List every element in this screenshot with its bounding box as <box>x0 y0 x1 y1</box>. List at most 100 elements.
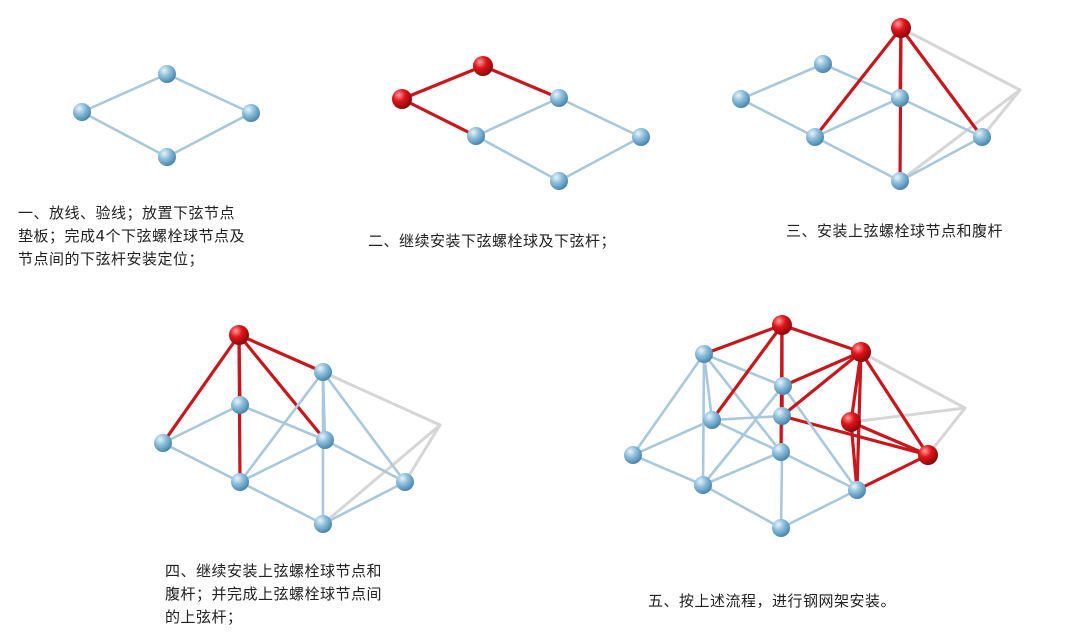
step-2-member-7 <box>474 134 561 183</box>
step-3-bolt-ball-node-D <box>732 90 750 108</box>
step-5-shadow-3 <box>849 406 967 424</box>
step-4-caption-line-2: 腹杆；并完成上弦螺栓球节点间 <box>165 585 383 603</box>
step-2-member-4 <box>474 96 561 138</box>
step-3-bolt-ball-node-E <box>973 128 991 146</box>
step-3-member-5 <box>898 96 984 139</box>
step-3-caption: 三、安装上弦螺栓球节点和腹杆 <box>786 220 1003 243</box>
step-1-diagram <box>73 65 260 166</box>
step-5-bolt-ball-node-L4 <box>848 481 866 499</box>
step-4-bolt-ball-node-T2 <box>314 363 332 381</box>
step-3-bolt-ball-node-F <box>891 172 909 190</box>
step-1-bolt-ball-node-D <box>73 103 91 121</box>
step-5-member-6 <box>710 418 783 454</box>
step-4-caption-line-1: 四、继续安装上弦螺栓球节点和 <box>165 562 383 580</box>
step-5-new-bolt-ball-node-U2 <box>772 315 792 335</box>
step-4-shadow-3 <box>321 423 442 526</box>
step-3-caption-line-1: 三、安装上弦螺栓球节点和腹杆 <box>786 222 1004 240</box>
step-4-shadow-2 <box>403 423 442 484</box>
step-5-new-member-30 <box>849 420 930 457</box>
step-1-member-3 <box>80 110 169 159</box>
step-2-new-member-3 <box>400 97 478 138</box>
step-5-new-member-13 <box>781 350 863 388</box>
step-1-caption-line-2: 垫板；完成4个下弦螺栓球节点及 <box>18 227 246 245</box>
step-5-new-member-4 <box>855 453 930 492</box>
step-4-member-15 <box>321 370 407 484</box>
step-4-bolt-ball-node-N6 <box>314 515 332 533</box>
step-5-bolt-ball-node-L1 <box>624 446 642 464</box>
step-4-member-6 <box>321 480 407 526</box>
step-2-bolt-ball-node-B <box>550 89 568 107</box>
step-5-new-member-31 <box>849 420 859 492</box>
step-3-new-member-9 <box>899 26 984 139</box>
step-5-member-19 <box>701 384 785 487</box>
step-5-member-18 <box>702 352 783 454</box>
step-3-new-member-11 <box>898 26 903 100</box>
step-3-member-3 <box>739 97 817 139</box>
step-3-new-member-8 <box>813 26 903 139</box>
step-3-member-1 <box>821 62 902 100</box>
step-4-bolt-ball-node-N3 <box>231 473 249 491</box>
step-3-diagram <box>732 18 1022 190</box>
step-4-new-bolt-ball-node-T1 <box>229 325 249 345</box>
step-5-bolt-ball-node-U1 <box>695 345 713 363</box>
step-4-caption: 四、继续安装上弦螺栓球节点和 腹杆；并完成上弦螺栓球节点间 的上弦杆； <box>165 560 382 629</box>
step-4-member-1 <box>238 403 327 442</box>
step-5-member-8 <box>710 414 784 422</box>
step-4-new-member-12 <box>237 333 325 374</box>
step-5-member-10 <box>701 450 783 487</box>
step-4-caption-line-3: 的上弦杆； <box>165 608 243 626</box>
step-4-bolt-ball-node-N1 <box>231 396 249 414</box>
step-3-shadow-2 <box>980 88 1022 139</box>
step-5-new-member-29 <box>849 350 863 424</box>
step-2-bolt-ball-node-C <box>467 127 485 145</box>
step-5-shadow-1 <box>859 350 967 410</box>
step-4-member-5 <box>323 438 407 484</box>
step-5-member-1 <box>631 453 705 487</box>
step-5-new-bolt-ball-node-U3 <box>851 342 871 362</box>
step-5-member-5 <box>631 418 714 457</box>
step-5-member-15 <box>631 352 706 457</box>
step-4-member-13 <box>238 370 325 484</box>
step-3-bolt-ball-node-B <box>891 89 909 107</box>
step-1-bolt-ball-node-C <box>158 148 176 166</box>
step-4-member-3 <box>161 441 242 484</box>
step-5-member-17 <box>702 352 714 422</box>
step-4-member-4 <box>161 403 242 445</box>
step-5-member-7 <box>779 450 859 492</box>
step-3-new-bolt-ball-node-T <box>891 18 911 38</box>
step-4-diagram <box>154 325 442 533</box>
step-2-new-bolt-ball-node-D <box>392 89 412 109</box>
step-5-new-member-26 <box>780 350 863 418</box>
step-1-member-1 <box>165 72 253 115</box>
step-5-bolt-ball-node-L2 <box>694 476 712 494</box>
step-2-bolt-ball-node-E <box>632 128 650 146</box>
step-5-bolt-ball-node-L3 <box>772 443 790 461</box>
step-2-member-5 <box>557 96 643 139</box>
step-5-bolt-ball-node-L7 <box>703 411 721 429</box>
step-3-bolt-ball-node-C <box>806 128 824 146</box>
step-5-member-22 <box>781 384 859 492</box>
step-3-bolt-ball-node-A <box>814 55 832 73</box>
step-3-member-4 <box>739 62 825 101</box>
step-1-bolt-ball-node-A <box>158 65 176 83</box>
step-5-bolt-ball-node-U4 <box>774 377 792 395</box>
step-2-diagram <box>392 56 650 190</box>
step-2-new-bolt-ball-node-A <box>473 56 493 76</box>
step-1-member-4 <box>80 72 169 114</box>
step-3-member-6 <box>898 135 984 183</box>
step-2-bolt-ball-node-F <box>550 172 568 190</box>
step-5-diagram <box>624 315 967 537</box>
step-3-shadow-1 <box>899 26 1022 92</box>
step-5-member-3 <box>779 488 859 530</box>
step-5-new-member-11 <box>702 323 784 356</box>
step-4-bolt-ball-node-N2 <box>316 431 334 449</box>
step-4-shadow-1 <box>321 370 442 427</box>
step-4-new-member-8 <box>161 333 241 445</box>
step-4-member-16 <box>321 370 327 442</box>
step-4-bolt-ball-node-N4 <box>154 434 172 452</box>
step-2-new-member-1 <box>400 64 485 101</box>
step-3-shadow-3 <box>898 88 1022 183</box>
step-5-caption: 五、按上述流程，进行钢网架安装。 <box>648 590 896 613</box>
step-5-new-bolt-ball-node-L5 <box>918 445 938 465</box>
